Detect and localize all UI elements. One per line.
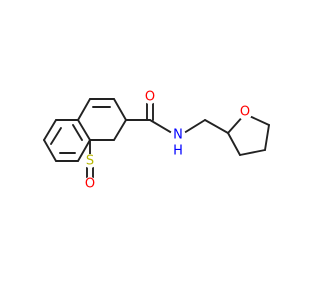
bond xyxy=(43,139,57,162)
bond xyxy=(113,119,127,141)
molecule-canvas: O S O N H O xyxy=(43,90,270,192)
atom-bg xyxy=(83,177,97,191)
bond xyxy=(43,119,57,141)
atom-bg xyxy=(170,128,186,144)
bond xyxy=(77,139,91,162)
ketone-oxygen-label: O xyxy=(85,177,95,192)
bond xyxy=(77,98,91,121)
atom-bg xyxy=(143,90,157,104)
amide-nitrogen-label: N xyxy=(173,128,183,143)
structure-diagram: O S O N H O xyxy=(43,90,270,192)
sulfur-label: S xyxy=(86,154,94,169)
bond xyxy=(72,124,83,141)
bond xyxy=(183,119,206,134)
bond xyxy=(204,119,229,134)
bond xyxy=(50,127,62,145)
bond xyxy=(113,98,127,121)
bond xyxy=(149,119,173,134)
thf-oxygen-label: O xyxy=(240,105,250,120)
amide-oxygen-label: O xyxy=(145,90,155,105)
bond xyxy=(264,124,270,151)
bond xyxy=(227,132,241,156)
atom-labels: O S O N H O xyxy=(83,90,252,192)
atom-bg xyxy=(238,106,252,120)
atom-bg xyxy=(83,154,97,168)
amide-hydrogen-label: H xyxy=(173,144,183,159)
bonds xyxy=(43,98,270,181)
bond xyxy=(239,149,266,156)
bond xyxy=(77,119,91,141)
